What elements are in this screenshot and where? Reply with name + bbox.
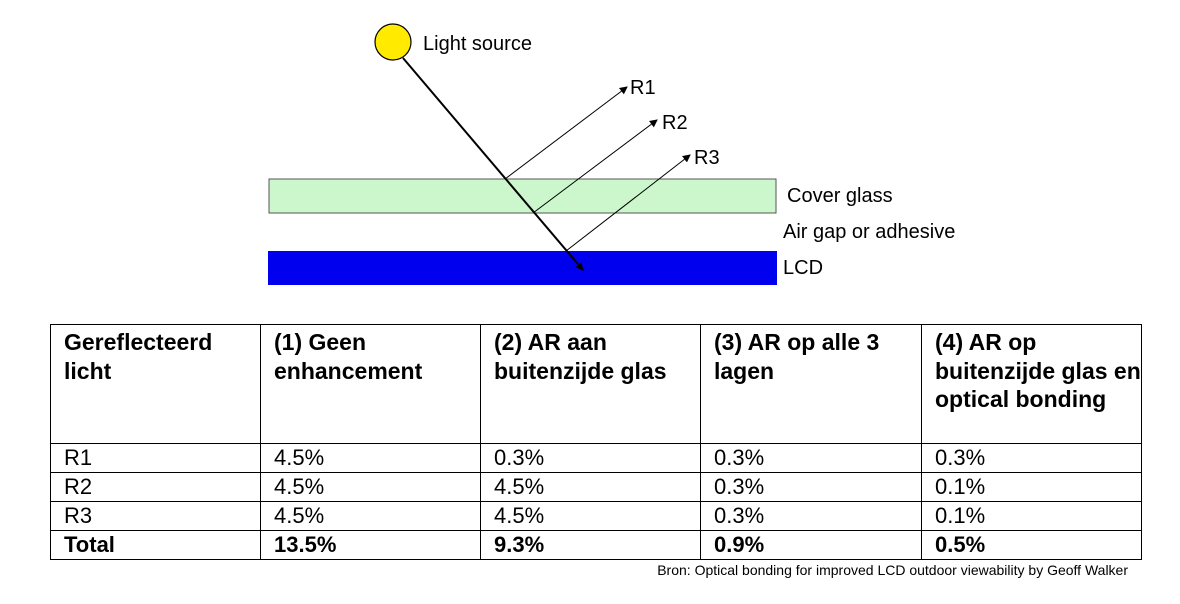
- total-cell: 0.5%: [921, 530, 1142, 560]
- table-cell: 0.3%: [700, 501, 922, 531]
- header-ar-outer-glass: (2) AR aan buitenzijde glas: [480, 324, 701, 444]
- table-cell: 0.1%: [921, 472, 1142, 502]
- table-cell: 4.5%: [260, 443, 481, 473]
- cover-glass-label: Cover glass: [787, 185, 893, 207]
- table-cell: 4.5%: [480, 501, 701, 531]
- total-cell: 9.3%: [480, 530, 701, 560]
- reflection-table: Gereflecteerd licht (1) Geen enhancement…: [50, 324, 1142, 560]
- table-row: R3 4.5% 4.5% 0.3% 0.1%: [50, 501, 1142, 531]
- table-cell: 4.5%: [260, 501, 481, 531]
- header-ar-optical-bonding: (4) AR op buitenzijde glas en optical bo…: [921, 324, 1142, 444]
- table-cell: 4.5%: [480, 472, 701, 502]
- table-cell: 0.3%: [480, 443, 701, 473]
- source-note: Bron: Optical bonding for improved LCD o…: [657, 562, 1128, 578]
- ray-label-r2: R2: [662, 112, 688, 134]
- table-cell: 0.1%: [921, 501, 1142, 531]
- air-gap-label: Air gap or adhesive: [783, 221, 955, 243]
- total-cell: 0.9%: [700, 530, 922, 560]
- header-ar-all-layers: (3) AR op alle 3 lagen: [700, 324, 922, 444]
- incident-ray: [402, 57, 584, 271]
- table-cell: 4.5%: [260, 472, 481, 502]
- reflected-ray-r3: [565, 154, 691, 252]
- reflection-diagram: Light source Cover glass Air gap or adhe…: [268, 23, 955, 285]
- header-reflected-light: Gereflecteerd licht: [50, 324, 261, 444]
- table-row: R2 4.5% 4.5% 0.3% 0.1%: [50, 472, 1142, 502]
- total-label: Total: [50, 530, 261, 560]
- header-no-enhancement: (1) Geen enhancement: [260, 324, 481, 444]
- table-cell: 0.3%: [921, 443, 1142, 473]
- cover-glass-layer: [268, 178, 777, 214]
- table-cell: R3: [50, 501, 261, 531]
- ray-label-r3: R3: [694, 147, 720, 169]
- ray-label-r1: R1: [630, 77, 656, 99]
- reflected-ray-r2: [532, 119, 658, 214]
- table-row: R1 4.5% 0.3% 0.3% 0.3%: [50, 443, 1142, 473]
- lcd-label: LCD: [783, 257, 823, 279]
- table-total-row: Total 13.5% 9.3% 0.9% 0.5%: [50, 530, 1142, 560]
- total-cell: 13.5%: [260, 530, 481, 560]
- table-cell: R2: [50, 472, 261, 502]
- table-header-row: Gereflecteerd licht (1) Geen enhancement…: [50, 324, 1142, 444]
- table-cell: 0.3%: [700, 443, 922, 473]
- reflected-ray-r1: [504, 86, 628, 180]
- light-source-icon: [374, 23, 412, 61]
- lcd-layer: [268, 251, 777, 285]
- table-cell: 0.3%: [700, 472, 922, 502]
- table-cell: R1: [50, 443, 261, 473]
- light-source-label: Light source: [423, 33, 532, 55]
